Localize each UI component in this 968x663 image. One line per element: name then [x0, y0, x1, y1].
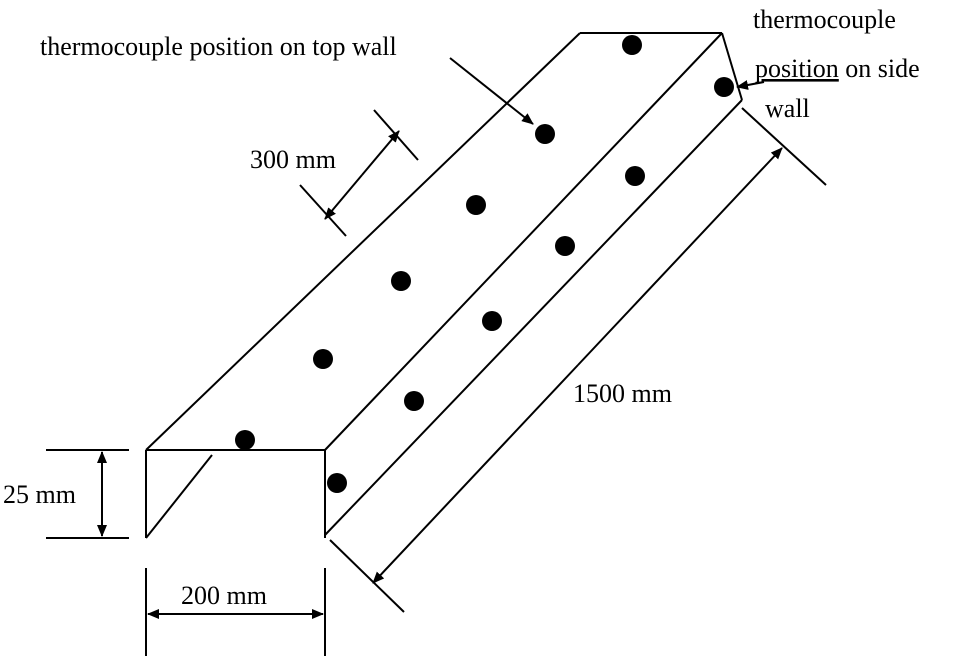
length-extension-line — [329, 539, 405, 613]
width-label: 200 mm — [181, 581, 267, 610]
top-wall-front-edge — [324, 32, 723, 451]
height-dimension — [46, 449, 129, 539]
channel-outline — [145, 32, 743, 539]
thermocouple-dot — [714, 77, 734, 97]
side-wall-label-underlined: position — [755, 54, 839, 83]
height-label: 25 mm — [3, 480, 76, 509]
length-dimension-arrow — [577, 147, 783, 366]
side-wall-label-line3: wall — [765, 94, 810, 123]
leader-arrows — [449, 57, 765, 125]
top-wall-thermocouples — [235, 35, 642, 450]
thermocouple-dot — [404, 391, 424, 411]
thermocouple-dot — [482, 311, 502, 331]
thermocouple-dot — [235, 430, 255, 450]
spacing-dimension-arrow — [324, 174, 363, 220]
thermocouple-dot — [535, 124, 555, 144]
top-wall-leader-arrow — [449, 57, 534, 125]
spacing-dimension — [299, 109, 419, 237]
thermocouple-dot — [313, 349, 333, 369]
side-wall-label-line2: position on side — [755, 54, 920, 83]
side-wall-label-line1: thermocouple — [753, 5, 896, 34]
length-dimension-arrow — [372, 364, 579, 584]
length-extension-line — [741, 107, 827, 186]
spacing-extension-line — [299, 184, 347, 237]
spacing-label: 300 mm — [250, 145, 336, 174]
thermocouple-dot — [466, 195, 486, 215]
side-wall-leader-arrow — [736, 80, 765, 90]
thermocouple-dot — [555, 236, 575, 256]
width-dimension — [145, 568, 326, 656]
top-wall-back-edge — [145, 32, 581, 451]
length-dimension — [329, 107, 827, 613]
side-wall-label-rest: on side — [839, 54, 920, 83]
side-wall-thermocouples — [327, 77, 734, 493]
thermocouple-dot — [625, 166, 645, 186]
hidden-left-edge — [145, 454, 213, 539]
thermocouple-dot — [622, 35, 642, 55]
thermocouple-dot — [327, 473, 347, 493]
length-label: 1500 mm — [573, 379, 672, 408]
side-wall-bottom-edge — [324, 99, 743, 536]
spacing-dimension-arrow — [361, 130, 400, 176]
thermocouple-dot — [391, 271, 411, 291]
top-wall-label: thermocouple position on top wall — [40, 32, 397, 61]
